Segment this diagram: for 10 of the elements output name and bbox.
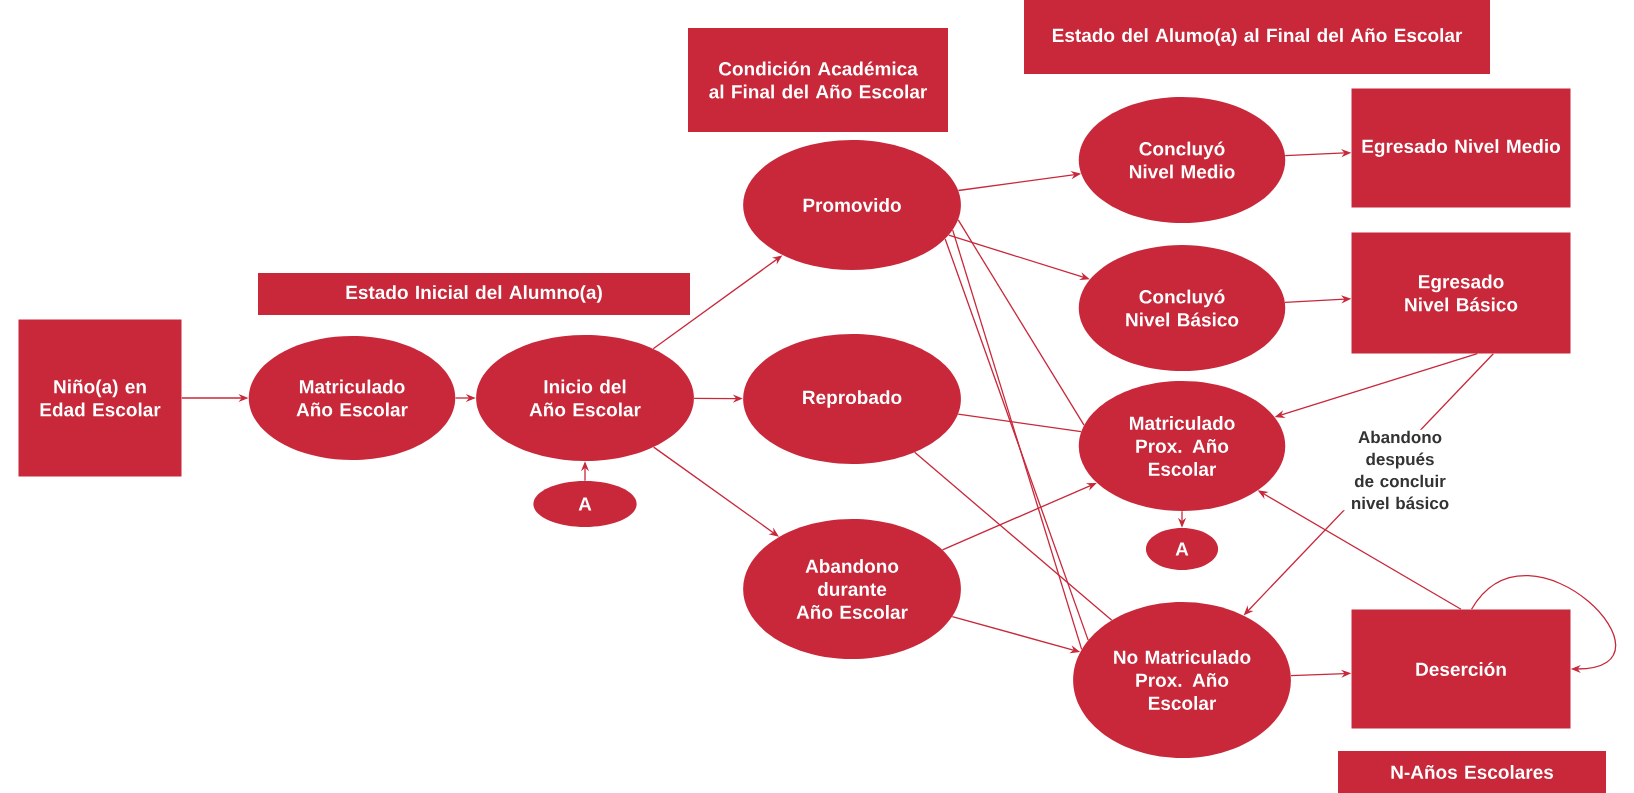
state-box: Egresado Nivel Básico [1351, 232, 1571, 354]
header-box: Estado del Alumo(a) al Final del Año Escolar [1024, 0, 1490, 74]
edge-label: Abandono después de concluir nivel básico [1334, 429, 1466, 511]
state-box: Egresado Nivel Medio [1351, 88, 1571, 208]
header-box: Condición Académica al Final del Año Escolar [688, 28, 948, 132]
header-box: N-Años Escolares [1338, 751, 1606, 793]
state-box: Niño(a) en Edad Escolar [18, 319, 182, 477]
arrow [1470, 575, 1617, 674]
state-box: Deserción [1351, 609, 1571, 729]
header-box: Estado Inicial del Alumno(a) [258, 273, 690, 315]
